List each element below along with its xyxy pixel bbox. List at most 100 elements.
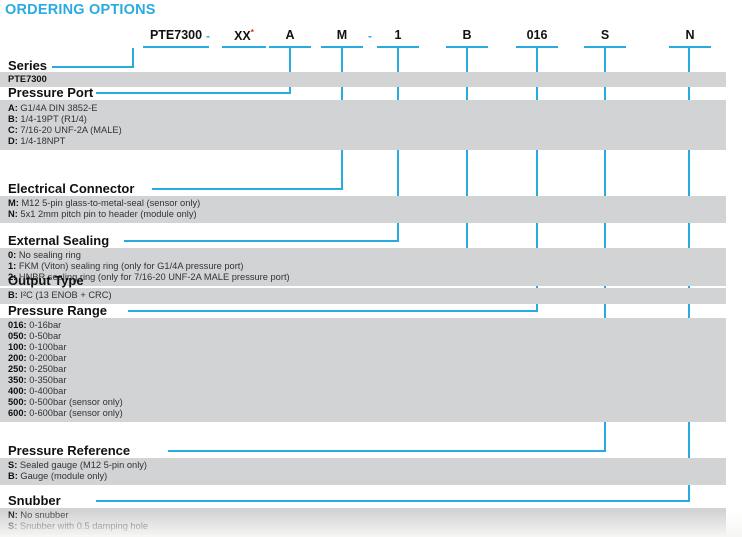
option-code: 016:	[8, 320, 27, 330]
option-desc: 1/4-18NPT	[20, 136, 66, 146]
leader-hline-sealing	[124, 240, 399, 242]
leader-vline-output	[466, 48, 468, 282]
option-code: 500:	[8, 397, 27, 407]
section-stripe-pressure-port	[0, 100, 726, 150]
option-desc: 0-50bar	[29, 331, 62, 341]
separator-dash-1: -	[206, 29, 210, 43]
code-underline-reference	[584, 46, 626, 48]
option-desc: 7/16-20 UNF-2A (MALE)	[20, 125, 122, 135]
section-stripe-output-type	[0, 288, 726, 304]
option-code: D:	[8, 136, 18, 146]
section-header-snubber: Snubber	[8, 493, 61, 508]
code-series: PTE7300	[149, 28, 203, 42]
code-underline-output	[446, 46, 488, 48]
option-code: B:	[8, 471, 18, 481]
option-desc: 0-350bar	[29, 375, 67, 385]
code-underline-snubber	[669, 46, 711, 48]
option-code: 100:	[8, 342, 27, 352]
code-output-type: B	[462, 28, 472, 42]
option-desc: 0-250bar	[29, 364, 67, 374]
code-pressure-reference: S	[600, 28, 610, 42]
option-code: N:	[8, 209, 18, 219]
option-pressure-range-3: 200: 0-200bar	[8, 353, 66, 364]
part-number-row: PTE7300 - XX* A M - 1 B 016 S	[0, 28, 742, 54]
option-desc: Gauge (module only)	[20, 471, 108, 481]
option-desc: 0-500bar (sensor only)	[29, 397, 123, 407]
option-desc: M12 5-pin glass-to-metal-seal (sensor on…	[21, 198, 201, 208]
option-code: C:	[8, 125, 18, 135]
footer-fade	[0, 511, 742, 537]
option-code: 400:	[8, 386, 27, 396]
section-stripe-electrical-connector	[0, 196, 726, 223]
code-external-sealing: 1	[394, 28, 402, 42]
code-underline-series	[143, 46, 209, 48]
leader-hline-connector	[152, 188, 343, 190]
option-external-sealing-2: 2: HNBR sealing ring (only for 7/16-20 U…	[8, 272, 290, 283]
option-code: 250:	[8, 364, 27, 374]
code-underline-range	[516, 46, 558, 48]
code-snubber: N	[685, 28, 695, 42]
option-pressure-port-3: D: 1/4-18NPT	[8, 136, 65, 147]
code-underline-xx	[222, 46, 266, 48]
code-underline-connector	[321, 46, 363, 48]
option-pressure-range-6: 400: 0-400bar	[8, 386, 66, 397]
option-external-sealing-1: 1: FKM (Viton) sealing ring (only for G1…	[8, 261, 243, 272]
option-desc: 0-100bar	[29, 342, 67, 352]
option-desc: 1/4-19PT (R1/4)	[20, 114, 87, 124]
option-code: B:	[8, 290, 18, 300]
leader-hline-series	[52, 66, 134, 68]
option-code: 2:	[8, 272, 17, 282]
leader-vline-range	[536, 48, 538, 312]
option-desc: HNBR sealing ring (only for 7/16-20 UNF-…	[18, 272, 290, 282]
option-desc: FKM (Viton) sealing ring (only for G1/4A…	[18, 261, 244, 271]
option-pressure-range-5: 350: 0-350bar	[8, 375, 66, 386]
option-pressure-range-0: 016: 0-16bar	[8, 320, 61, 331]
option-desc: Sealed gauge (M12 5-pin only)	[19, 460, 148, 470]
option-pressure-range-2: 100: 0-100bar	[8, 342, 66, 353]
section-header-series: Series	[8, 58, 48, 73]
option-code: 600:	[8, 408, 27, 418]
section-header-output-type: Output Type	[8, 273, 84, 288]
option-output-type-0: B: I²C (13 ENOB + CRC)	[8, 290, 112, 301]
section-stripe-pressure-reference	[0, 458, 726, 485]
option-pressure-range-7: 500: 0-500bar (sensor only)	[8, 397, 123, 408]
separator-dash-2: -	[368, 29, 372, 43]
option-code: PTE7300	[8, 74, 47, 84]
option-pressure-reference-0: S: Sealed gauge (M12 5-pin only)	[8, 460, 147, 471]
option-pressure-range-1: 050: 0-50bar	[8, 331, 61, 342]
option-code: 350:	[8, 375, 27, 385]
option-code: 200:	[8, 353, 27, 363]
leader-vline-port	[289, 48, 291, 94]
code-electrical-connector: M	[336, 28, 348, 42]
leader-hline-snubber	[96, 500, 690, 502]
leader-hline-reference	[168, 450, 606, 452]
option-code: B:	[8, 114, 18, 124]
option-code: A:	[8, 103, 18, 113]
option-code: S:	[8, 460, 18, 470]
option-pressure-reference-1: B: Gauge (module only)	[8, 471, 107, 482]
code-pressure-range: 016	[526, 28, 548, 42]
option-pressure-range-4: 250: 0-250bar	[8, 364, 66, 375]
code-pressure-port-placeholder: XX*	[234, 28, 254, 44]
leader-hline-port	[96, 92, 291, 94]
option-pressure-port-2: C: 7/16-20 UNF-2A (MALE)	[8, 125, 122, 136]
option-desc: 0-200bar	[29, 353, 67, 363]
section-stripe-external-sealing	[0, 248, 726, 286]
option-pressure-port-1: B: 1/4-19PT (R1/4)	[8, 114, 87, 125]
option-desc: 0-600bar (sensor only)	[29, 408, 123, 418]
page-title: ORDERING OPTIONS	[5, 2, 156, 18]
option-electrical-connector-0: M: M12 5-pin glass-to-metal-seal (sensor…	[8, 198, 200, 209]
code-pressure-port: A	[285, 28, 295, 42]
option-desc: 0-16bar	[29, 320, 62, 330]
code-underline-sealing	[377, 46, 419, 48]
section-stripe-series	[0, 72, 726, 87]
section-stripe-pressure-range	[0, 318, 726, 422]
option-desc: No sealing ring	[18, 250, 81, 260]
option-code: M:	[8, 198, 19, 208]
section-header-external-sealing: External Sealing	[8, 233, 110, 248]
option-electrical-connector-1: N: 5x1 2mm pitch pin to header (module o…	[8, 209, 197, 220]
asterisk-marker: *	[250, 28, 254, 37]
option-series-0: PTE7300	[8, 74, 47, 85]
option-desc: 0-400bar	[29, 386, 67, 396]
